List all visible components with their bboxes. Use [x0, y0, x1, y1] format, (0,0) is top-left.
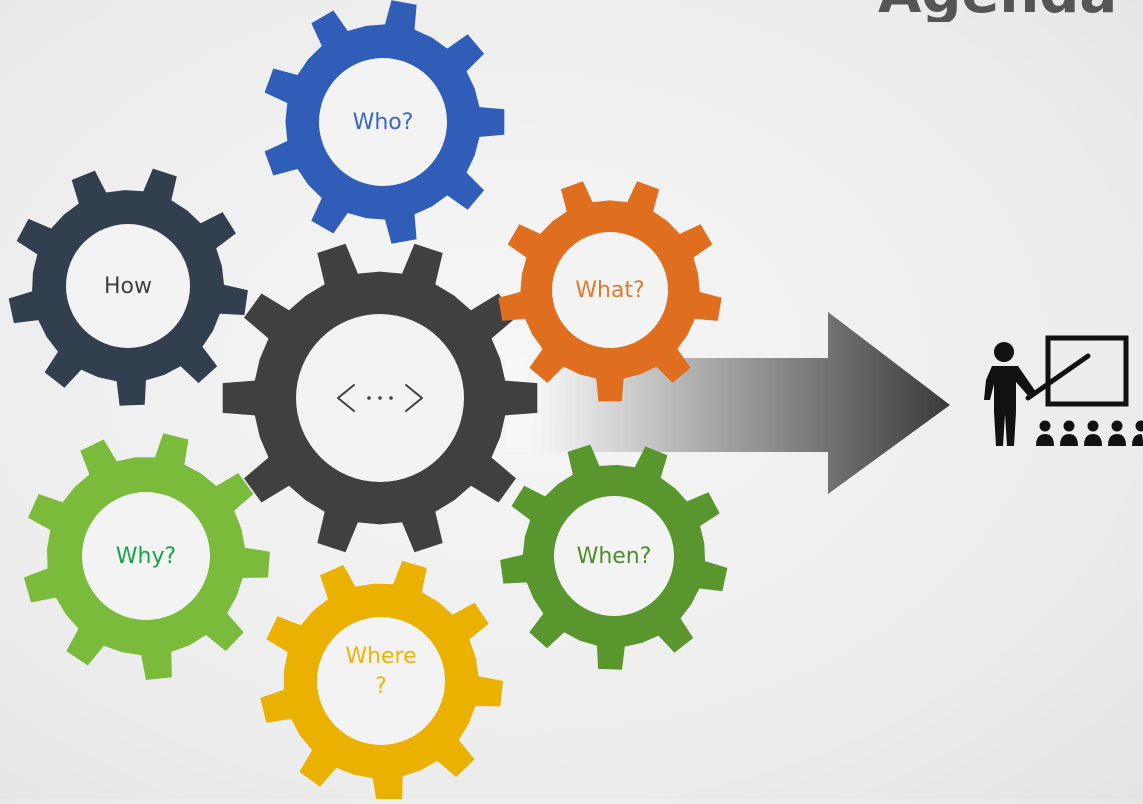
gear-when: When?: [500, 445, 727, 670]
gear-who-label: Who?: [353, 110, 414, 135]
gear-where-label-line2: ?: [375, 674, 387, 699]
gear-how-label: How: [104, 274, 152, 299]
gear-why: Why?: [24, 433, 270, 680]
gear-what: What?: [498, 181, 721, 401]
gear-why-label: Why?: [116, 544, 176, 569]
gear-center: [223, 244, 538, 552]
gear-who: Who?: [265, 0, 505, 243]
slide-title: Agenda: [878, 0, 1143, 22]
gear-what-label: What?: [575, 278, 644, 303]
presenter-audience-icon: [984, 338, 1143, 446]
gear-how: How: [9, 169, 248, 406]
gear-where: Where ?: [260, 561, 503, 799]
gear-where-label-line1: Where: [345, 644, 416, 669]
gear-when-label: When?: [577, 544, 652, 569]
